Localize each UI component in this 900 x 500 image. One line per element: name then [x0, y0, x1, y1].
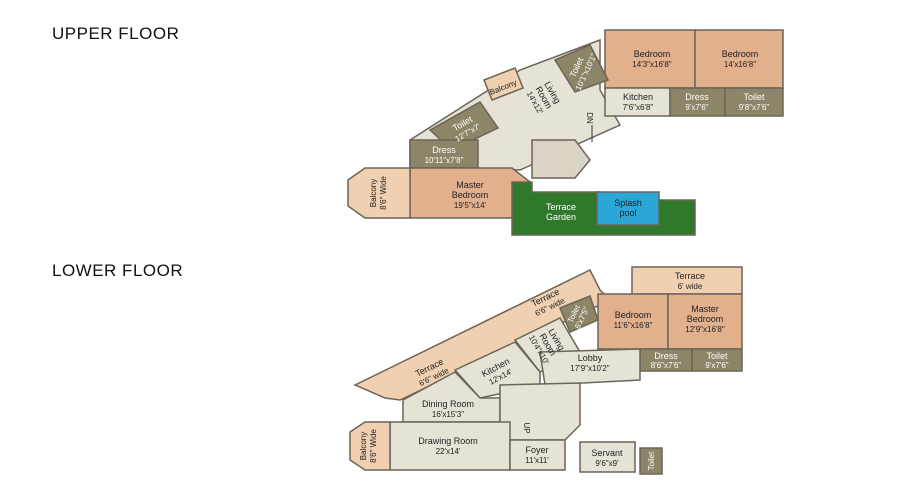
upper-dn-label: DN [585, 112, 594, 124]
lower-bedroom-size: 11'6"x16'8" [614, 321, 653, 330]
lower-master-name2: Bedroom [687, 314, 724, 324]
upper-terrace-garden-name2: Garden [546, 212, 576, 222]
lower-drawing-name: Drawing Room [418, 436, 478, 446]
upper-master-size: 19'5"x14' [454, 201, 487, 210]
upper-balcony-left-name: Balcony [369, 179, 378, 207]
upper-splash-pool [596, 191, 660, 226]
lower-servant-name: Servant [591, 448, 623, 458]
upper-dress-2 [409, 139, 479, 169]
lower-lobby-name: Lobby [578, 353, 603, 363]
upper-master-name: Master [456, 180, 484, 190]
lower-terrace-top-name: Terrace [675, 271, 705, 281]
upper-toilet-right-size: 9'8"x7'6" [739, 103, 770, 112]
lower-master-bedroom [667, 293, 743, 350]
lower-dress-name: Dress [654, 351, 678, 361]
upper-master-name2: Bedroom [452, 190, 489, 200]
lower-servant [579, 441, 636, 473]
lower-dining-size: 16'x15'3" [432, 410, 464, 419]
upper-kitchen-name: Kitchen [623, 92, 653, 102]
upper-balcony-left-size: 8'6" Wide [379, 176, 388, 210]
upper-bedroom-2-size: 14'x16'8" [724, 60, 756, 69]
upper-dress-2-name: Dress [432, 145, 456, 155]
upper-dress-1 [669, 87, 726, 117]
upper-balcony-left [347, 167, 411, 219]
upper-bedroom-1 [604, 29, 696, 89]
lower-balcony-size: 8'6" Wide [369, 429, 378, 463]
upper-bedroom-2-name: Bedroom [722, 49, 759, 59]
upper-dress-2-size: 10'11"x7'8" [425, 156, 464, 165]
lower-lobby [539, 348, 641, 386]
upper-terrace-garden-name: Terrace [546, 202, 576, 212]
upper-floor-title: UPPER FLOOR [52, 24, 180, 43]
lower-toilet [691, 348, 743, 372]
lower-dining-name: Dining Room [422, 399, 474, 409]
upper-bedroom-2 [694, 29, 784, 89]
upper-bedroom-1-size: 14'3"x16'8" [632, 60, 672, 69]
lower-bedroom-name: Bedroom [615, 310, 652, 320]
upper-splash-pool-name2: pool [619, 208, 636, 218]
lower-lobby-size: 17'9"x10'2" [570, 364, 610, 373]
upper-kitchen-size: 7'6"x6'8" [623, 103, 654, 112]
lower-toilet-servant-name: Toilet [647, 451, 656, 470]
lower-master-size: 12'9"x16'8" [685, 325, 725, 334]
upper-toilet-top [553, 44, 610, 93]
upper-kitchen [604, 87, 671, 117]
upper-toilet-right-name: Toilet [743, 92, 765, 102]
upper-toilet-right [724, 87, 784, 117]
lower-foyer-name: Foyer [525, 445, 548, 455]
lower-foyer [509, 439, 566, 471]
lower-bedroom [597, 293, 669, 350]
lower-balcony-name: Balcony [359, 432, 368, 460]
lower-drawing-size: 22'x14' [436, 447, 461, 456]
lower-toilet-servant [639, 447, 663, 475]
lower-circulation [499, 382, 581, 441]
upper-bedroom-1-name: Bedroom [634, 49, 671, 59]
upper-dress-1-name: Dress [685, 92, 709, 102]
lower-floor-plan [349, 266, 743, 475]
lower-servant-size: 9'6"x9' [595, 459, 619, 468]
lower-toilet-small [559, 295, 599, 333]
upper-balcony-top [483, 67, 524, 101]
lower-foyer-size: 11'x11' [525, 456, 549, 465]
lower-up-label: UP [522, 422, 531, 433]
upper-splash-pool-name: Splash [614, 198, 642, 208]
upper-floor-plan [347, 29, 784, 236]
lower-dress-size: 8'6"x7'6" [651, 361, 682, 370]
upper-dress-1-size: 9'x7'6" [685, 103, 708, 112]
lower-balcony [349, 421, 391, 471]
lower-terrace-top-size: 6' wide [678, 282, 703, 291]
lower-toilet-name: Toilet [706, 351, 728, 361]
lower-terrace-top [631, 266, 743, 295]
upper-stairwell [531, 139, 591, 179]
lower-drawing-room [389, 421, 511, 471]
lower-floor-title: LOWER FLOOR [52, 261, 184, 280]
lower-toilet-size: 9'x7'6" [705, 361, 728, 370]
lower-master-name: Master [691, 304, 719, 314]
